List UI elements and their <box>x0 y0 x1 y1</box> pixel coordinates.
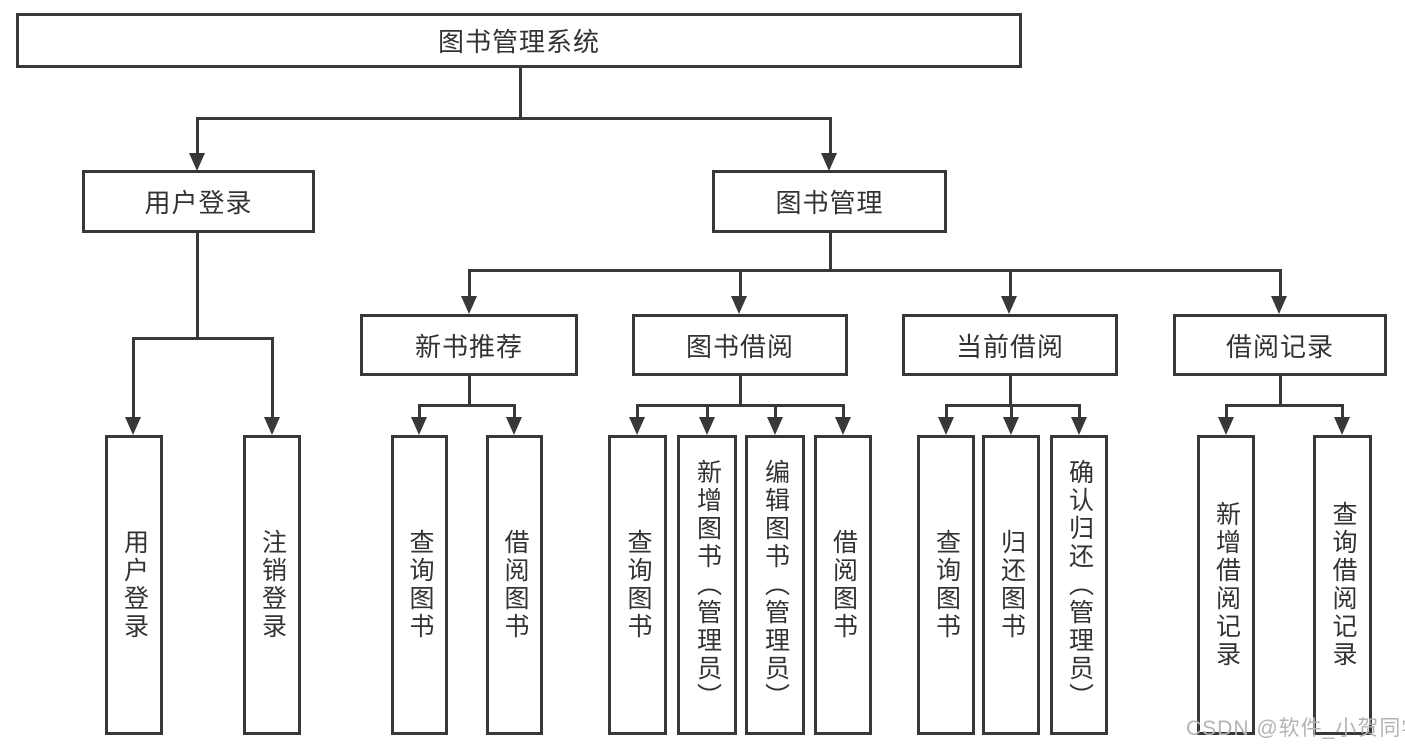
arrowhead-down-icon <box>938 417 954 435</box>
arrowhead-down-icon <box>1218 417 1234 435</box>
arrowhead-down-icon <box>835 417 851 435</box>
connector-line <box>1078 404 1081 420</box>
leaf-nb-query-book: 查询图书 <box>391 435 448 735</box>
node-book-mgmt: 图书管理 <box>712 170 947 233</box>
node-user-login: 用户登录 <box>82 170 315 233</box>
arrowhead-down-icon <box>506 417 522 435</box>
leaf-user-login-label: 用户登录 <box>120 529 149 641</box>
arrowhead-down-icon <box>264 417 280 435</box>
connector-line <box>196 117 199 155</box>
leaf-logout: 注销登录 <box>243 435 301 735</box>
leaf-cb-confirm-return-label: 确认归还（管理员） <box>1065 459 1094 711</box>
connector-line <box>132 337 135 419</box>
connector-line <box>739 376 742 405</box>
node-borrow-record-label: 借阅记录 <box>1225 331 1334 362</box>
leaf-br-query-record-label: 查询借阅记录 <box>1329 501 1357 669</box>
connector-line <box>1341 404 1344 420</box>
arrowhead-down-icon <box>189 153 205 171</box>
connector-line <box>706 404 709 420</box>
node-current-borrow: 当前借阅 <box>902 314 1118 376</box>
connector-line <box>1279 376 1282 405</box>
connector-line <box>1010 404 1013 420</box>
node-user-login-label: 用户登录 <box>144 188 253 218</box>
connector-line <box>1279 269 1282 299</box>
leaf-logout-label: 注销登录 <box>258 529 287 641</box>
arrowhead-down-icon <box>731 296 747 314</box>
leaf-nb-query-book-label: 查询图书 <box>406 529 434 641</box>
connector-line <box>468 269 471 299</box>
connector-line <box>1009 376 1012 405</box>
leaf-bb-add-book-label: 新增图书（管理员） <box>693 459 722 711</box>
arrowhead-down-icon <box>1271 296 1287 314</box>
leaf-nb-borrow-book-label: 借阅图书 <box>501 529 529 641</box>
connector-new-book-split <box>418 404 516 407</box>
leaf-user-login: 用户登录 <box>105 435 163 735</box>
connector-line <box>945 404 948 420</box>
connector-user-login-trunk <box>196 233 199 340</box>
leaf-br-query-record: 查询借阅记录 <box>1313 435 1372 735</box>
leaf-bb-borrow-book-label: 借阅图书 <box>829 529 858 641</box>
connector-book-borrow-split <box>636 404 845 407</box>
leaf-nb-borrow-book: 借阅图书 <box>486 435 543 735</box>
node-book-borrow: 图书借阅 <box>632 314 848 376</box>
leaf-br-add-record: 新增借阅记录 <box>1197 435 1255 735</box>
connector-book-mgmt-trunk <box>829 233 832 272</box>
connector-line <box>739 269 742 299</box>
arrowhead-down-icon <box>411 417 427 435</box>
arrowhead-down-icon <box>699 417 715 435</box>
node-book-borrow-label: 图书借阅 <box>685 331 794 362</box>
csdn-watermark: CSDN @软件_小贺同学 <box>1186 717 1405 740</box>
arrowhead-down-icon <box>1334 417 1350 435</box>
node-current-borrow-label: 当前借阅 <box>955 331 1064 362</box>
connector-root-trunk <box>519 68 522 120</box>
leaf-cb-return-book: 归还图书 <box>982 435 1040 735</box>
leaf-bb-edit-book: 编辑图书（管理员） <box>745 435 805 735</box>
arrowhead-down-icon <box>767 417 783 435</box>
node-root: 图书管理系统 <box>16 13 1022 68</box>
leaf-cb-confirm-return: 确认归还（管理员） <box>1050 435 1108 735</box>
connector-line <box>513 404 516 420</box>
leaf-cb-return-book-label: 归还图书 <box>997 529 1026 641</box>
arrowhead-down-icon <box>1003 417 1019 435</box>
leaf-cb-query-book-label: 查询图书 <box>932 529 961 641</box>
connector-level1-split <box>196 117 832 120</box>
leaf-bb-edit-book-label: 编辑图书（管理员） <box>761 459 790 711</box>
arrowhead-down-icon <box>629 417 645 435</box>
connector-line <box>829 117 832 155</box>
connector-user-login-split <box>132 337 274 340</box>
leaf-bb-query-book-label: 查询图书 <box>624 529 652 641</box>
node-borrow-record: 借阅记录 <box>1173 314 1387 376</box>
connector-current-borrow-split <box>945 404 1081 407</box>
arrowhead-down-icon <box>125 417 141 435</box>
connector-line <box>774 404 777 420</box>
arrowhead-down-icon <box>821 153 837 171</box>
connector-line <box>1009 269 1012 299</box>
arrowhead-down-icon <box>461 296 477 314</box>
leaf-bb-query-book: 查询图书 <box>608 435 667 735</box>
node-new-book-rec-label: 新书推荐 <box>414 331 523 362</box>
connector-line <box>418 404 421 420</box>
connector-line <box>271 337 274 419</box>
connector-line <box>468 376 471 405</box>
connector-line <box>842 404 845 420</box>
arrowhead-down-icon <box>1001 296 1017 314</box>
connector-book-mgmt-split <box>468 269 1282 272</box>
arrowhead-down-icon <box>1071 417 1087 435</box>
connector-line <box>636 404 639 420</box>
connector-borrow-record-split <box>1225 404 1344 407</box>
node-new-book-rec: 新书推荐 <box>360 314 578 376</box>
connector-line <box>1225 404 1228 420</box>
leaf-cb-query-book: 查询图书 <box>917 435 975 735</box>
node-root-label: 图书管理系统 <box>437 27 600 57</box>
leaf-bb-borrow-book: 借阅图书 <box>814 435 872 735</box>
node-book-mgmt-label: 图书管理 <box>775 188 884 218</box>
leaf-bb-add-book: 新增图书（管理员） <box>677 435 737 735</box>
leaf-br-add-record-label: 新增借阅记录 <box>1212 501 1241 669</box>
